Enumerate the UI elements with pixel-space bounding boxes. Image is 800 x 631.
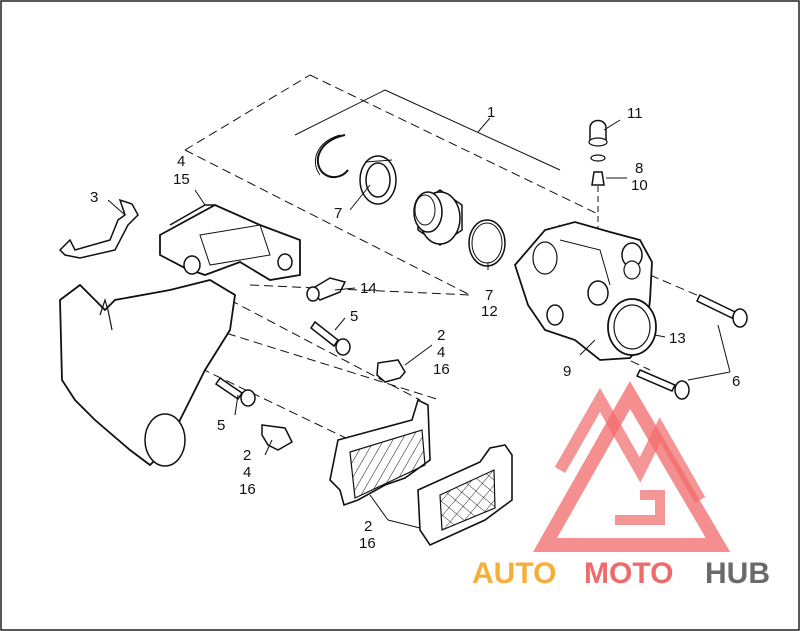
callout-5-upper: 5 <box>350 308 358 325</box>
watermark-hub: HUB <box>705 557 770 590</box>
pad-retainer-upper <box>376 359 406 383</box>
retaining-ring <box>316 134 349 178</box>
retaining-ring-inner <box>315 134 341 176</box>
caliper-bracket <box>159 203 301 281</box>
callout-16-pads: 16 <box>359 535 376 552</box>
callout-13: 13 <box>669 330 686 347</box>
o-ring <box>468 219 506 267</box>
callout-9: 9 <box>563 363 571 380</box>
callout-2-upper: 2 <box>437 327 445 344</box>
callout-1: 1 <box>487 104 495 121</box>
pad-spring-clip <box>58 198 139 259</box>
axle-boss <box>144 413 186 467</box>
callout-labels: 1 3 4 15 7 11 8 10 7 12 14 5 2 4 16 13 9… <box>90 104 740 552</box>
caliper-bolt-lower <box>635 369 690 400</box>
fork-leg-mount <box>59 279 236 467</box>
callout-10: 10 <box>631 177 648 194</box>
callout-2-pads: 2 <box>364 518 372 535</box>
watermark-moto: MOTO <box>584 557 673 590</box>
callout-16-lower: 16 <box>239 481 256 498</box>
slide-pin-upper <box>309 320 351 356</box>
callout-8: 8 <box>635 160 643 177</box>
watermark-auto: AUTO <box>472 557 556 590</box>
callout-14: 14 <box>360 280 377 297</box>
callout-7-seal: 7 <box>334 205 342 222</box>
piston <box>413 189 463 246</box>
callout-7-oring: 7 <box>485 287 493 304</box>
callout-12: 12 <box>481 303 498 320</box>
bleeder-valve <box>591 171 605 280</box>
callout-16-upper: 16 <box>433 361 450 378</box>
callout-4-upper: 4 <box>437 344 445 361</box>
leader-lines <box>107 119 731 529</box>
callout-2-lower: 2 <box>243 447 251 464</box>
pin-boot-end <box>306 286 320 302</box>
callout-4-lower: 4 <box>243 464 251 481</box>
bleeder-cap <box>588 119 608 162</box>
dust-boot <box>359 155 397 205</box>
callout-6: 6 <box>732 373 740 390</box>
brake-pad-outer <box>417 444 513 547</box>
watermark-logo-icon <box>532 380 731 552</box>
o-ring-inner <box>471 222 503 264</box>
brake-pad-inner <box>329 398 431 507</box>
callout-11: 11 <box>627 105 643 122</box>
callout-4-top: 4 <box>177 153 185 170</box>
pad-retainer-lower <box>261 424 293 451</box>
callout-15: 15 <box>173 171 190 188</box>
slide-pin-lower <box>214 376 256 407</box>
callout-5-lower: 5 <box>217 417 225 434</box>
caliper-bolt-upper <box>695 294 748 328</box>
mount-tab <box>99 298 113 331</box>
callout-3: 3 <box>90 189 98 206</box>
caliper-housing <box>513 221 657 361</box>
automotohub-watermark: AUTO MOTO HUB <box>472 380 770 590</box>
